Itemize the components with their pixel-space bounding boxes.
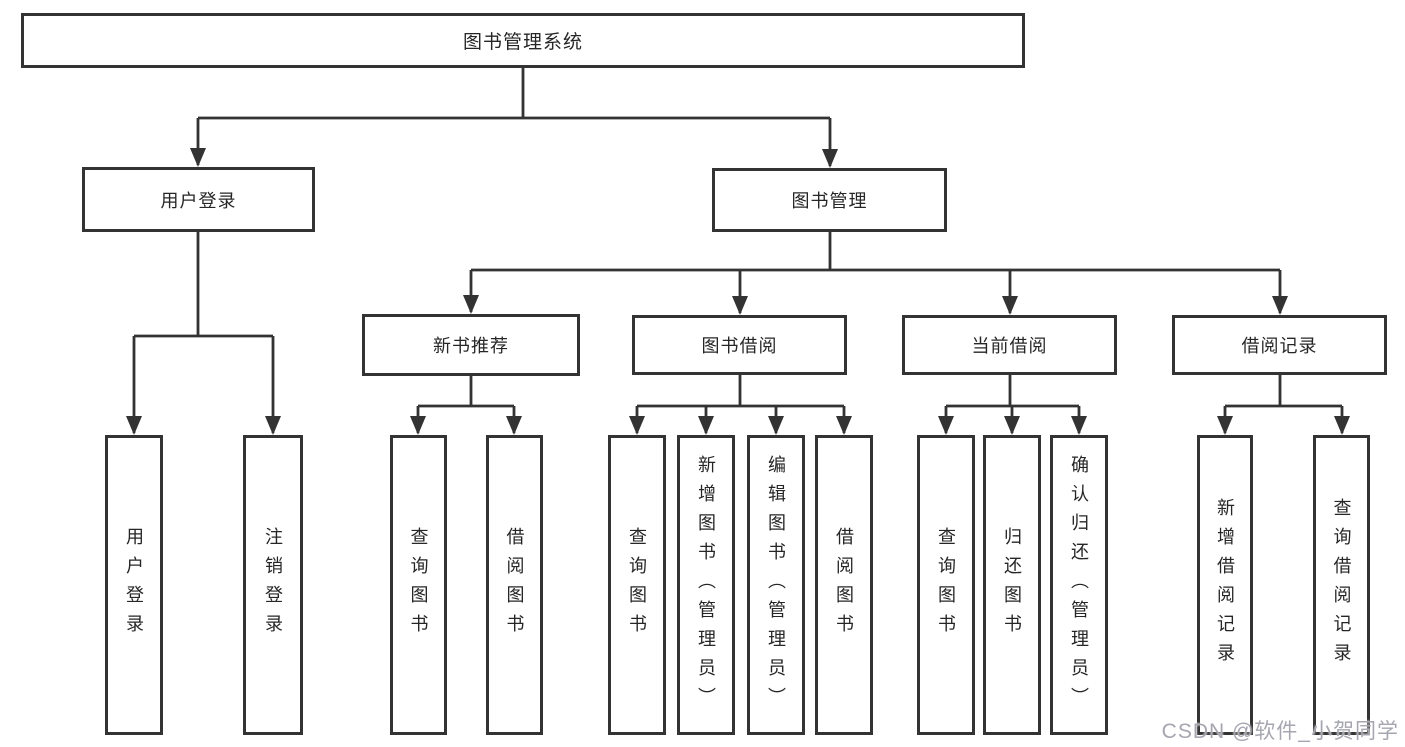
leaf-edit-books-admin: 编辑图书（管理员） <box>747 435 805 735</box>
leaf-logout: 注销登录 <box>243 435 303 735</box>
leaf-query-books-borrow: 查询图书 <box>608 435 666 735</box>
leaf-user-login: 用户登录 <box>105 435 163 735</box>
node-new-book-recommend: 新书推荐 <box>362 314 580 376</box>
node-book-borrow: 图书借阅 <box>632 315 847 375</box>
leaf-query-books-recommend: 查询图书 <box>390 435 447 735</box>
leaf-query-borrow-record: 查询借阅记录 <box>1313 435 1370 735</box>
leaf-borrow-books-recommend: 借阅图书 <box>486 435 543 735</box>
node-book-management: 图书管理 <box>712 168 947 232</box>
leaf-confirm-return-admin: 确认归还（管理员） <box>1050 435 1108 735</box>
leaf-return-books: 归还图书 <box>983 435 1041 735</box>
node-borrow-records: 借阅记录 <box>1172 315 1387 375</box>
leaf-add-borrow-record: 新增借阅记录 <box>1197 435 1253 735</box>
leaf-add-books-admin: 新增图书（管理员） <box>677 435 735 735</box>
node-user-login: 用户登录 <box>82 167 315 232</box>
node-current-borrow: 当前借阅 <box>902 315 1117 375</box>
leaf-query-books-current: 查询图书 <box>917 435 975 735</box>
node-library-system: 图书管理系统 <box>21 13 1025 68</box>
csdn-watermark: CSDN @软件_小贺同学 <box>1161 720 1399 743</box>
leaf-borrow-books: 借阅图书 <box>815 435 873 735</box>
